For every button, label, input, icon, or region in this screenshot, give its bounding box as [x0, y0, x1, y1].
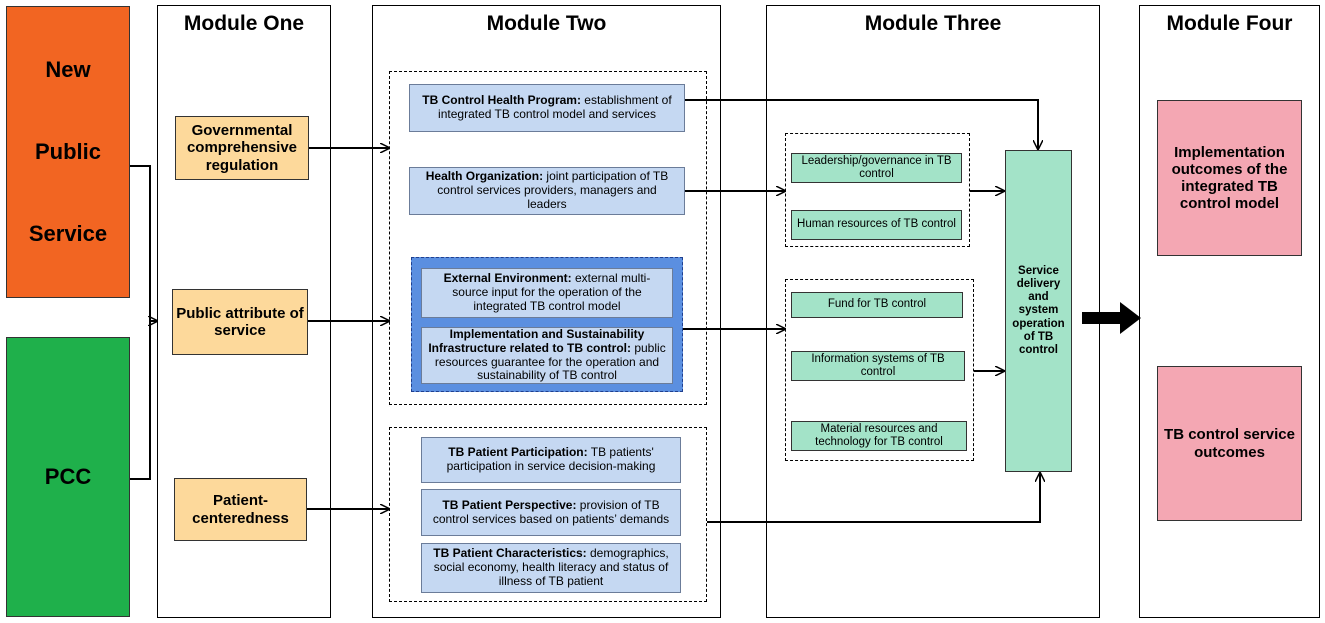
module-two-lower-frame [389, 427, 707, 602]
fund-box: Fund for TB control [791, 292, 963, 318]
service-outcomes-box: TB control service outcomes [1157, 366, 1302, 521]
information-systems-box: Information systems of TB control [791, 351, 965, 381]
nps-word-2: Public [34, 139, 101, 164]
patient-participation-box: TB Patient Participation: TB patients' p… [421, 437, 681, 483]
public-attribute-box: Public attribute of service [172, 289, 308, 355]
arrow-perspective [707, 473, 1040, 523]
nps-word-3: Service [28, 221, 108, 246]
tb-control-health-program-box: TB Control Health Program: establishment… [409, 84, 685, 132]
module-three-frame-b [785, 279, 974, 461]
infrastructure-box: Implementation and Sustainability Infras… [421, 327, 673, 384]
module-one-title: Module One [183, 12, 305, 35]
arrow-program-service [685, 99, 1038, 149]
patient-perspective-box: TB Patient Perspective: provision of TB … [421, 489, 681, 536]
human-resources-box: Human resources of TB control [791, 210, 962, 240]
new-public-service-box: New Public Service [6, 6, 130, 298]
module-two-title: Module Two [486, 12, 607, 35]
module-two-upper-frame [389, 71, 707, 405]
governmental-regulation-box: Governmental comprehensive regulation [175, 116, 309, 180]
pcc-label: PCC [44, 464, 92, 489]
material-resources-box: Material resources and technology for TB… [791, 421, 967, 451]
patient-centeredness-box: Patient-centeredness [174, 478, 307, 541]
external-environment-box: External Environment: external multi-sou… [421, 268, 673, 318]
health-organization-box: Health Organization: joint participation… [409, 167, 685, 215]
implementation-outcomes-box: Implementation outcomes of the integrate… [1157, 100, 1302, 256]
nps-word-1: New [45, 57, 91, 82]
module-four-title: Module Four [1166, 12, 1293, 35]
theory-bracket [130, 165, 151, 480]
service-delivery-box: Service delivery and system operation of… [1005, 150, 1072, 472]
module-three-title: Module Three [864, 12, 1002, 35]
leadership-governance-box: Leadership/governance in TB control [791, 153, 962, 183]
pcc-box: PCC [6, 337, 130, 617]
patient-characteristics-box: TB Patient Characteristics: demographics… [421, 543, 681, 593]
big-arrow [1082, 302, 1141, 334]
